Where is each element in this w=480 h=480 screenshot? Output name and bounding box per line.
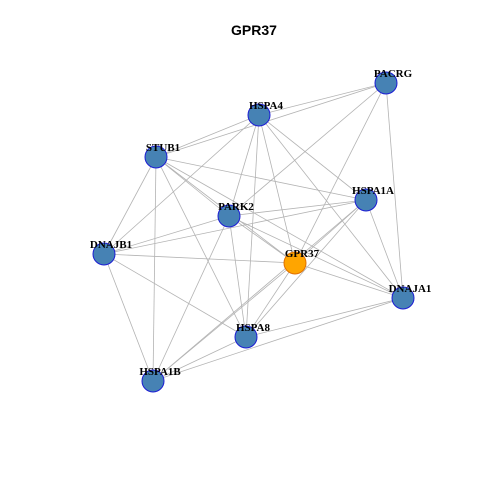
edge-hspa4-park2	[228, 114, 260, 217]
edge-stub1-hspa1b	[152, 156, 157, 382]
diagram-title: GPR37	[231, 22, 277, 38]
edge-hspa4-hspa8	[245, 114, 260, 338]
edge-hspa4-hspa1a	[258, 114, 367, 201]
edge-hspa8-hspa1b	[152, 336, 247, 382]
node-dnaja1	[391, 286, 415, 310]
node-label-hspa1a: HSPA1A	[352, 185, 394, 197]
edge-stub1-hspa8	[155, 156, 247, 338]
node-label-hspa4: HSPA4	[249, 100, 284, 112]
node-label-dnajb1: DNAJB1	[90, 239, 132, 251]
edge-pacrg-dnaja1	[385, 82, 404, 299]
edge-hspa1a-hspa8	[245, 199, 367, 338]
edge-park2-hspa1b	[152, 215, 230, 382]
edge-dnajb1-hspa8	[103, 253, 247, 338]
edge-park2-gpr37	[228, 215, 296, 264]
node-label-dnaja1: DNAJA1	[389, 283, 432, 295]
edge-hspa4-gpr37	[258, 114, 296, 264]
edge-park2-dnaja1	[228, 215, 404, 299]
edge-gpr37-hspa8	[245, 262, 296, 338]
edge-stub1-dnajb1	[103, 156, 157, 255]
node-label-hspa8: HSPA8	[236, 322, 271, 334]
node-label-park2: PARK2	[218, 201, 254, 213]
node-stub1	[144, 145, 168, 169]
node-label-stub1: STUB1	[146, 142, 180, 154]
edge-pacrg-gpr37	[294, 82, 387, 264]
edge-dnajb1-hspa1b	[103, 253, 154, 382]
edge-pacrg-park2	[228, 82, 387, 217]
edge-dnaja1-hspa8	[245, 297, 404, 338]
edge-hspa1a-dnajb1	[103, 199, 367, 255]
node-dnajb1	[92, 242, 116, 266]
node-hspa1b	[141, 369, 165, 393]
edge-stub1-dnaja1	[155, 156, 404, 299]
edge-pacrg-stub1	[155, 82, 387, 158]
edge-gpr37-dnaja1	[294, 262, 404, 299]
edge-hspa1a-dnaja1	[365, 199, 404, 299]
node-label-pacrg: PACRG	[374, 68, 413, 80]
edge-park2-hspa8	[228, 215, 247, 338]
edge-hspa4-dnaja1	[258, 114, 404, 299]
node-gpr37	[283, 251, 307, 275]
node-hspa4	[247, 103, 271, 127]
node-hspa1a	[354, 188, 378, 212]
edge-pacrg-hspa4	[258, 82, 387, 116]
edge-gpr37-hspa1b	[152, 262, 296, 382]
node-layer	[92, 71, 415, 393]
edge-stub1-hspa1a	[155, 156, 367, 201]
node-park2	[217, 204, 241, 228]
edge-hspa1a-park2	[228, 199, 367, 217]
edge-park2-dnajb1	[103, 215, 230, 255]
node-label-gpr37: GPR37	[285, 248, 320, 260]
node-hspa8	[234, 325, 258, 349]
edge-stub1-park2	[155, 156, 230, 217]
edge-dnaja1-hspa1b	[152, 297, 404, 382]
edge-hspa1a-hspa1b	[152, 199, 367, 382]
edge-hspa4-dnajb1	[103, 114, 260, 255]
edge-hspa4-stub1	[155, 114, 260, 158]
node-pacrg	[374, 71, 398, 95]
node-label-hspa1b: HSPA1B	[139, 366, 181, 378]
edge-dnajb1-gpr37	[103, 253, 296, 264]
